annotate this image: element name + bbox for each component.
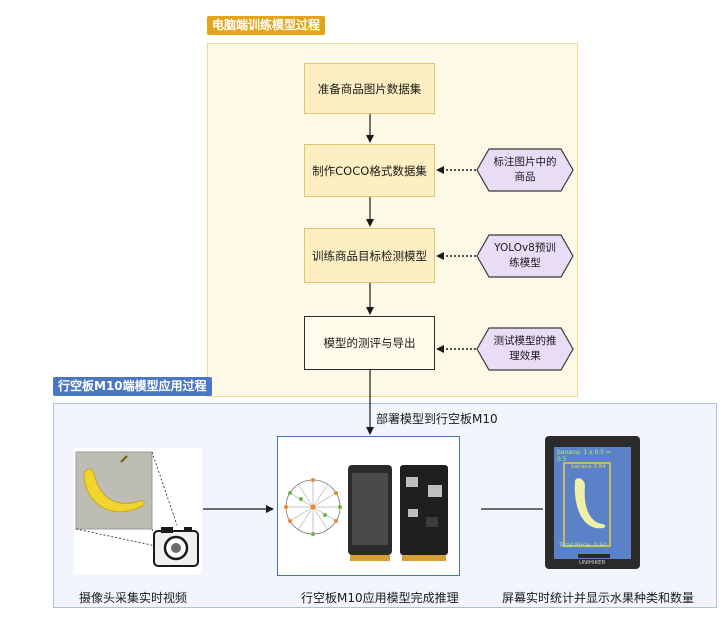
banana-photo-graphic xyxy=(75,451,199,567)
screen-box-label: banana 0.84 xyxy=(571,464,606,470)
neural-network-icon xyxy=(284,478,342,536)
note-pretrained-line1: YOLOv8预训 xyxy=(494,242,556,254)
step-train-model: 训练商品目标检测模型 xyxy=(304,228,435,283)
screen-graphic xyxy=(554,447,631,559)
hexagon-shape xyxy=(476,327,574,371)
note-annotate: 标注图片中的商品 xyxy=(476,148,574,192)
hexagon-shape xyxy=(476,234,574,278)
note-test-inference: 测试模型的推理效果 xyxy=(476,327,574,371)
screen-total-price: Total Price: 0.50 xyxy=(559,542,607,549)
caption-board: 行空板M10应用模型完成推理 xyxy=(301,591,459,605)
camera-icon xyxy=(153,527,199,567)
screen-detection-text: banana: 1 x 0.5 = xyxy=(557,449,612,456)
device-screen-illustration: banana: 1 x 0.5 = 0.5 banana 0.84 Total … xyxy=(545,436,640,569)
note-annotate-line1: 标注图片中的 xyxy=(493,156,557,168)
caption-camera: 摄像头采集实时视频 xyxy=(79,591,188,605)
screen-detection-value: 0.5 xyxy=(557,456,567,463)
step-evaluate-export: 模型的测评与导出 xyxy=(304,316,435,370)
note-test-line1: 测试模型的推 xyxy=(493,335,557,347)
note-pretrained: YOLOv8预训练模型 xyxy=(476,234,574,278)
screen-brand: UNIHIKER xyxy=(579,560,606,566)
note-test-line2: 理效果 xyxy=(509,350,541,362)
caption-screen: 屏幕实时统计并显示水果种类和数量 xyxy=(502,591,695,605)
board-graphic xyxy=(284,465,448,561)
note-annotate-line2: 商品 xyxy=(514,171,536,183)
hexagon-shape xyxy=(476,148,574,192)
unihiker-board-illustration xyxy=(277,436,460,576)
step-prepare-dataset: 准备商品图片数据集 xyxy=(304,63,435,114)
device-title: 行空板M10端模型应用过程 xyxy=(53,377,212,396)
deploy-label: 部署模型到行空板M10 xyxy=(376,412,498,426)
camera-capture-illustration xyxy=(74,448,202,574)
pc-training-title: 电脑端训练模型过程 xyxy=(207,16,326,35)
step-coco-dataset: 制作COCO格式数据集 xyxy=(304,144,435,197)
note-pretrained-line2: 练模型 xyxy=(509,257,541,269)
